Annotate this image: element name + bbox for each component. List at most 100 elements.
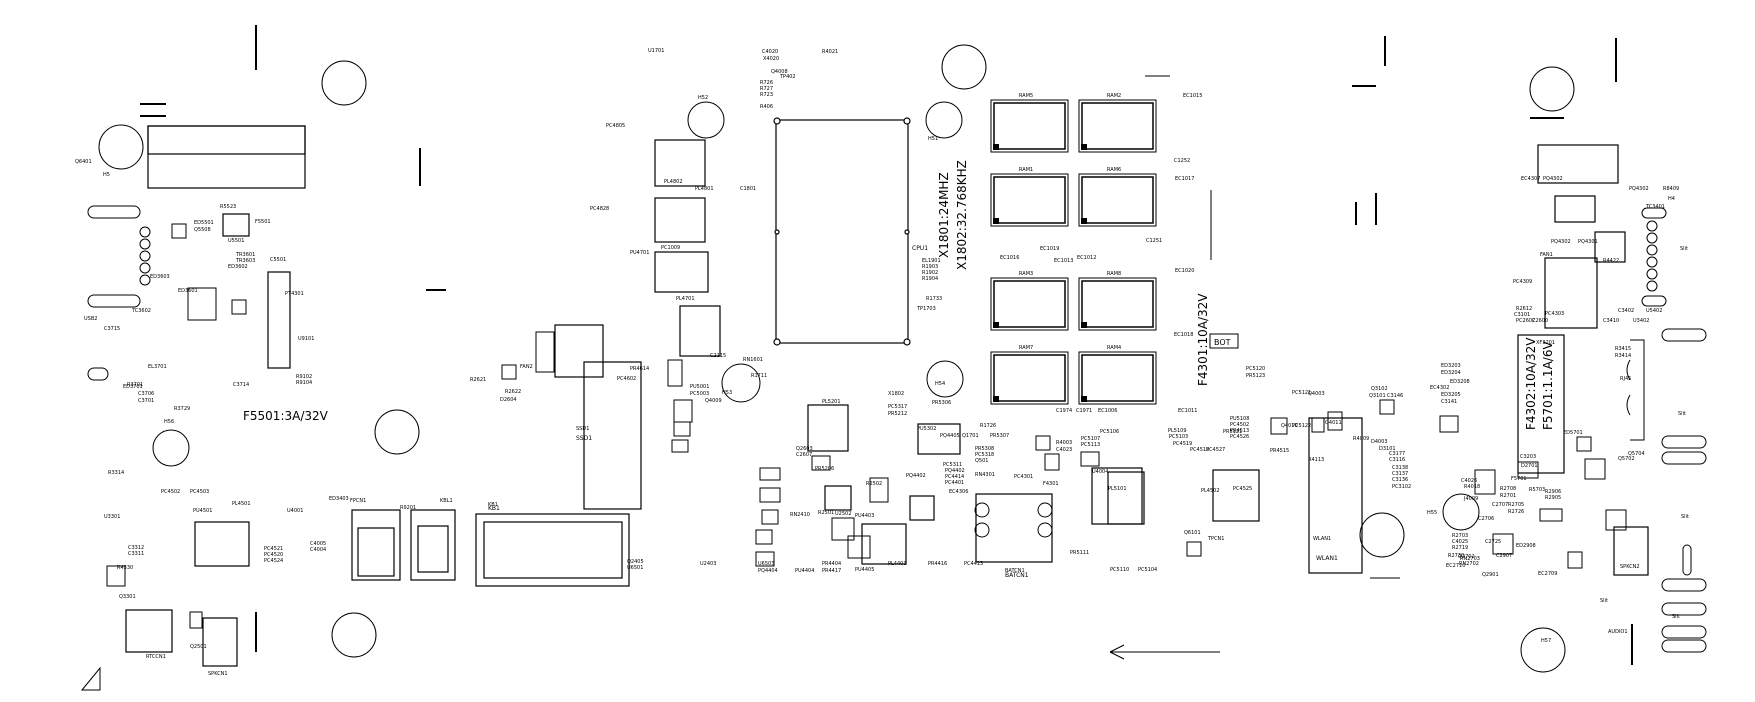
component-label: H52 xyxy=(698,95,708,101)
component-label: PC4301 xyxy=(1014,474,1033,480)
component-label: U2502 xyxy=(835,511,851,517)
component-label: Q1701 xyxy=(962,433,979,439)
component-label: RTCCN1 xyxy=(146,654,166,660)
component-label: C3101 xyxy=(1514,312,1530,318)
ram-ram1: RAM1 xyxy=(990,167,1069,227)
fpcn-outline xyxy=(351,509,401,581)
component-label: PC4520 xyxy=(264,552,283,558)
component-label: C4025 xyxy=(1452,539,1468,545)
ram-ram2: RAM2 xyxy=(1078,93,1157,153)
component-label: PR5307 xyxy=(990,433,1009,439)
component-label: PU5001 xyxy=(690,384,709,390)
component-label: H54 xyxy=(935,381,945,387)
component-label: TP402 xyxy=(779,74,796,80)
component-label: Q4010 xyxy=(1281,423,1298,429)
ram-ram3: RAM3 xyxy=(990,271,1069,331)
ram-label: RAM2 xyxy=(1107,93,1121,99)
kb-connector-outline xyxy=(475,513,630,587)
component-label: PQ4402 xyxy=(906,473,926,479)
component-label: U6503 xyxy=(758,561,774,567)
component-label: PC5317 xyxy=(888,404,907,410)
component-label: Q2603 xyxy=(796,446,813,452)
component-label: C3312 xyxy=(128,545,144,551)
component-label: X1802 xyxy=(888,391,904,397)
side-connectors xyxy=(80,205,1707,691)
chip-outlines xyxy=(125,117,1649,667)
ram-label: RAM3 xyxy=(1019,271,1033,277)
component-label: U4004 xyxy=(1092,469,1108,475)
component-label: PC4521 xyxy=(264,546,283,552)
component-label: C3410 xyxy=(1603,318,1619,324)
ssd-outline xyxy=(583,361,642,510)
component-label: ED2908 xyxy=(1516,543,1536,549)
component-label: C3146 xyxy=(1387,393,1403,399)
component-label: TC3602 xyxy=(131,308,151,314)
component-label: PC5103 xyxy=(1169,434,1188,440)
component-label: PC5104 xyxy=(1138,567,1157,573)
component-label: C2607 xyxy=(796,452,812,458)
component-label: Q2501 xyxy=(190,644,207,650)
ram-label: RAM5 xyxy=(1019,93,1033,99)
ram-ram8: RAM8 xyxy=(1078,271,1157,331)
component-label: D2701 xyxy=(1521,463,1538,469)
component-label: EC4306 xyxy=(949,489,968,495)
ram-ram5: RAM5 xyxy=(990,93,1069,153)
component-label: R2502 xyxy=(866,481,882,487)
component-label: R2612 xyxy=(1516,306,1532,312)
wlan-label: WLAN1 xyxy=(1316,555,1338,562)
component-label: R1726 xyxy=(980,423,996,429)
component-label: F5701 xyxy=(1511,476,1527,482)
component-label: TC3401 xyxy=(1645,204,1665,210)
component-label: J4009 xyxy=(1463,496,1478,502)
top-left-connector xyxy=(147,125,306,189)
component-label: Q3102 xyxy=(1371,386,1388,392)
component-label: PC3102 xyxy=(1392,484,1411,490)
component-label: PQ4302 xyxy=(1551,239,1571,245)
component-label: PC1009 xyxy=(661,245,680,251)
component-label: PC4527 xyxy=(1206,447,1225,453)
ram-label: RAM6 xyxy=(1107,167,1121,173)
component-label: U5501 xyxy=(228,238,244,244)
component-label: PC4828 xyxy=(590,206,609,212)
component-label: ED3601 xyxy=(178,288,198,294)
component-label: F4301 xyxy=(1043,481,1059,487)
component-label: PC5121 xyxy=(1292,390,1311,396)
mounting-hole xyxy=(331,612,377,658)
mounting-hole xyxy=(1520,627,1566,673)
component-label: U6501 xyxy=(627,565,643,571)
component-label: C1801 xyxy=(740,186,756,192)
mounting-hole xyxy=(687,101,725,139)
cpu-outline xyxy=(775,119,909,344)
component-label: R2730 xyxy=(1448,553,1464,559)
component-label: WLAN1 xyxy=(1313,536,1331,542)
component-label: C2907 xyxy=(1496,553,1512,559)
component-label: R4009 xyxy=(1353,436,1369,442)
component-label: C1251 xyxy=(1146,238,1162,244)
ram-ram6: RAM6 xyxy=(1078,167,1157,227)
mounting-holes xyxy=(98,44,1575,673)
component-label: R3415 xyxy=(1615,346,1631,352)
component-label: U3402 xyxy=(1633,318,1649,324)
fuse-note-3: F4302:10A/32V xyxy=(1524,337,1538,430)
component-label: Q2702 xyxy=(1458,554,1475,560)
component-label: C2725 xyxy=(1485,539,1501,545)
component-label: C3311 xyxy=(128,551,144,557)
component-label: PU4501 xyxy=(193,508,212,514)
component-label: C4023 xyxy=(1056,447,1072,453)
batcn-label: BATCN1 xyxy=(1005,572,1029,579)
component-label: C4004 xyxy=(310,547,326,553)
component-label: TR3603 xyxy=(235,258,255,264)
component-label: C3136 xyxy=(1392,477,1408,483)
component-label: RN2410 xyxy=(790,512,810,518)
component-label: RN2702 xyxy=(1459,561,1479,567)
component-label: EL1901 xyxy=(922,258,941,264)
component-label: PL4502 xyxy=(1201,488,1220,494)
component-label: ED3603 xyxy=(150,274,170,280)
component-label: Q4008 xyxy=(771,69,788,75)
component-label: H51 xyxy=(928,136,938,142)
component-label: PQ4302 xyxy=(1629,186,1649,192)
component-label: KB1 xyxy=(488,502,498,508)
component-label: EC1017 xyxy=(1175,176,1194,182)
component-label: R4330 xyxy=(117,565,133,571)
